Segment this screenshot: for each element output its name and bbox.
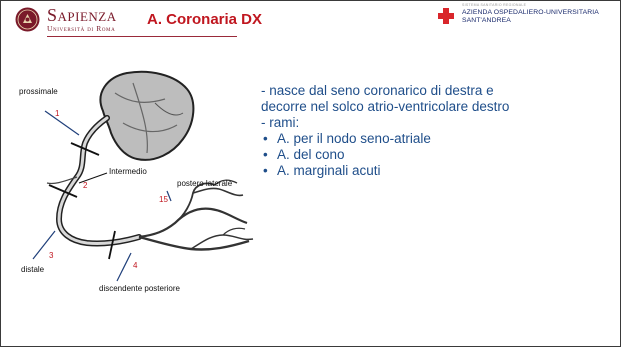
coronary-figure: prossimale 1 Intermedio 2 postero latera…: [15, 63, 275, 303]
slide-body: - nasce dal seno coronarico di destra e …: [261, 83, 611, 179]
segment-number-15: 15: [159, 195, 168, 204]
branch-list: A. per il nodo seno-atriale A. del cono …: [261, 131, 611, 179]
body-line-2: decorre nel solco atrio-ventricolare des…: [261, 99, 510, 114]
segment-number-1: 1: [55, 109, 60, 118]
list-item: A. del cono: [261, 147, 611, 163]
hospital-name-line2: SANT'ANDREA: [462, 16, 511, 24]
body-line-3: - rami:: [261, 115, 300, 130]
sapienza-seal-icon: [15, 7, 40, 32]
label-postero-laterale: postero laterale: [177, 179, 233, 188]
hospital-name: AZIENDA OSPEDALIERO-UNIVERSITARIA SANT'A…: [462, 9, 599, 24]
label-intermedio: Intermedio: [109, 167, 147, 176]
list-item: A. per il nodo seno-atriale: [261, 131, 611, 147]
body-line-1: - nasce dal seno coronarico di destra e: [261, 83, 494, 98]
hospital-name-line1: AZIENDA OSPEDALIERO-UNIVERSITARIA: [462, 9, 599, 16]
sapienza-logo: Sapienza Università di Roma: [47, 6, 117, 33]
heart-shape: [99, 70, 195, 161]
label-distale: distale: [21, 265, 45, 274]
segment-number-4: 4: [133, 261, 138, 270]
logo-sub-text: Università di Roma: [47, 24, 116, 33]
header-rule: [47, 36, 237, 37]
label-discendente-posteriore: discendente posteriore: [99, 284, 180, 293]
label-prossimale: prossimale: [19, 87, 58, 96]
segment-number-2: 2: [83, 181, 88, 190]
red-cross-icon: [438, 8, 454, 24]
coronary-artery-drawing: [32, 70, 254, 282]
logo-main-text: Sapienza: [47, 5, 117, 25]
hospital-tag: SISTEMA SANITARIO REGIONALE: [462, 3, 527, 7]
slide-title: A. Coronaria DX: [147, 11, 263, 28]
list-item: A. marginali acuti: [261, 163, 611, 179]
segment-number-3: 3: [49, 251, 54, 260]
